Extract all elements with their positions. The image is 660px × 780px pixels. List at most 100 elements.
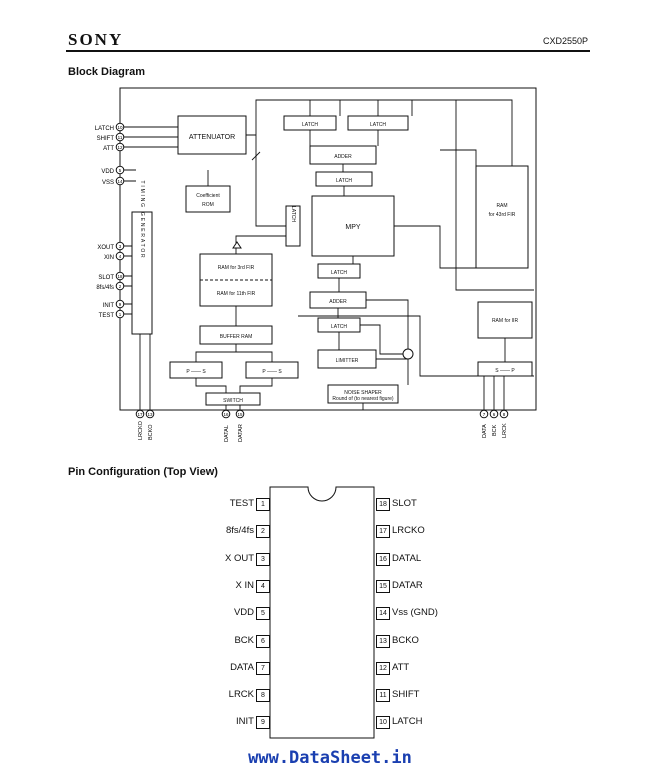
pin-left-number: 1 (256, 498, 270, 511)
adder-2-label: ADDER (329, 299, 347, 305)
svg-text:4: 4 (119, 254, 122, 259)
svg-text:13: 13 (147, 412, 153, 417)
ram-43rd-block (475, 165, 529, 269)
bd-pin-shift: SHIFT (97, 136, 115, 142)
pin-right-name: DATAR (392, 579, 423, 591)
bd-pin-data: DATA (482, 424, 488, 438)
bd-pin-att: ATT (103, 146, 114, 152)
pin-left-number: 9 (256, 716, 270, 730)
pin-left-number: 6 (256, 634, 270, 648)
sony-logo: SONY (68, 30, 124, 49)
coefficient-rom-block (185, 185, 231, 213)
latch-top-left-label: LATCH (302, 122, 318, 128)
bd-pin-datar: DATAR (238, 424, 244, 442)
pin-right-name: ATT (392, 661, 410, 673)
pin-left-name: X IN (235, 579, 254, 591)
latch-4-label: LATCH (331, 324, 347, 330)
pin-left-number: 8 (256, 689, 270, 703)
sp-label: S —— P (495, 368, 515, 374)
svg-text:6: 6 (493, 412, 496, 417)
ps-left-label: P —— S (186, 369, 206, 375)
pin-left-name: 8fs/4fs (226, 525, 254, 537)
pin-right-number: 10 (376, 716, 390, 730)
bd-pin-lrcko: LRCKO (138, 420, 144, 440)
svg-text:18: 18 (117, 274, 123, 279)
pin-right-name: SHIFT (392, 689, 420, 701)
pin-right-number: 18 (376, 498, 390, 511)
svg-text:2: 2 (119, 284, 122, 289)
coef-rom-label-1: Coefficient (196, 193, 220, 199)
pin-right-name: Vss (GND) (392, 607, 438, 619)
svg-text:3: 3 (119, 244, 122, 249)
svg-text:14: 14 (117, 179, 123, 184)
bd-pin-slot: SLOT (98, 275, 114, 281)
timing-generator-label: TIMING GENERATOR (139, 181, 145, 260)
pin-config-title: Pin Configuration (Top View) (68, 466, 218, 478)
bd-pin-vdd: VDD (101, 169, 114, 175)
ps-right-label: P —— S (262, 369, 282, 375)
limitter-label: LIMITTER (336, 358, 359, 364)
pin-left-name: LRCK (228, 689, 254, 701)
mpy-label: MPY (345, 224, 361, 231)
noise-shaper-label: NOISE SHAPER (344, 390, 382, 396)
pin-left-number: 2 (256, 525, 270, 539)
pin-right-number: 16 (376, 552, 390, 566)
bd-pin-bcko: BCKO (148, 424, 154, 440)
pin-left-number: 3 (256, 552, 270, 566)
svg-text:8: 8 (503, 412, 506, 417)
bd-pin-xout: XOUT (97, 245, 114, 251)
latch-2-label: LATCH (336, 178, 352, 184)
pin-right-name: BCKO (392, 634, 419, 646)
svg-text:16: 16 (223, 412, 229, 417)
bd-pin-lrck: LRCK (502, 423, 508, 438)
pin-right-name: LATCH (392, 716, 423, 728)
attenuator-label: ATTENUATOR (189, 134, 235, 141)
bd-pin-init: INIT (103, 303, 115, 309)
pin-left-name: TEST (229, 498, 254, 509)
pin-left-name: X OUT (224, 552, 254, 564)
switch-label: SWITCH (223, 398, 243, 404)
buffer-ram-label: BUFFER RAM (220, 334, 253, 340)
coef-rom-label-2: ROM (202, 202, 214, 208)
svg-text:11: 11 (118, 135, 123, 140)
part-number: CXD2550P (542, 36, 588, 46)
noise-shaper-note: Round of (to nearest figure) (332, 396, 393, 402)
svg-text:1: 1 (119, 312, 122, 317)
ic-package (269, 486, 375, 739)
bd-pin-8fs: 8fs/4fs (96, 285, 114, 291)
pin-left-name: DATA (230, 661, 254, 673)
pin-right-number: 11 (376, 689, 390, 703)
bd-pin-xin: XIN (104, 255, 114, 261)
svg-text:9: 9 (119, 302, 122, 307)
svg-text:5: 5 (119, 168, 122, 173)
pin-right-number: 14 (376, 607, 390, 621)
pin-right-number: 15 (376, 579, 390, 593)
bd-pin-datal: DATAL (224, 425, 230, 442)
ram-3rd-label: RAM for 3rd FIR (218, 265, 255, 271)
timing-generator-block (131, 211, 153, 335)
pin-left-name: VDD (233, 607, 254, 619)
svg-text:10: 10 (117, 125, 123, 130)
pin-left-number: 5 (256, 607, 270, 621)
pin-left-number: 7 (256, 661, 270, 675)
pin-left-name: BCK (234, 634, 254, 646)
latch-top-right-label: LATCH (370, 122, 386, 128)
bd-pin-vss: VSS (102, 180, 114, 186)
watermark: www.DataSheet.in (248, 748, 412, 768)
pin-right-number: 13 (376, 634, 390, 648)
ram-11th-label: RAM for 11th FIR (217, 291, 256, 297)
pin-right-name: DATAL (392, 552, 422, 564)
ram-43rd-label-1: RAM (496, 203, 507, 209)
pin-left-name: INIT (236, 716, 254, 728)
svg-text:15: 15 (237, 412, 243, 417)
pin-right-number: 17 (376, 525, 390, 539)
ram-43rd-label-2: for 43rd FIR (489, 212, 516, 218)
pin-right-name: SLOT (392, 498, 417, 509)
svg-text:12: 12 (117, 145, 123, 150)
latch-vertical-label: LATCH (290, 206, 296, 222)
block-diagram-title: Block Diagram (68, 66, 146, 78)
ram-iir-label: RAM for IIR (492, 318, 519, 324)
bd-pin-test: TEST (99, 313, 115, 319)
